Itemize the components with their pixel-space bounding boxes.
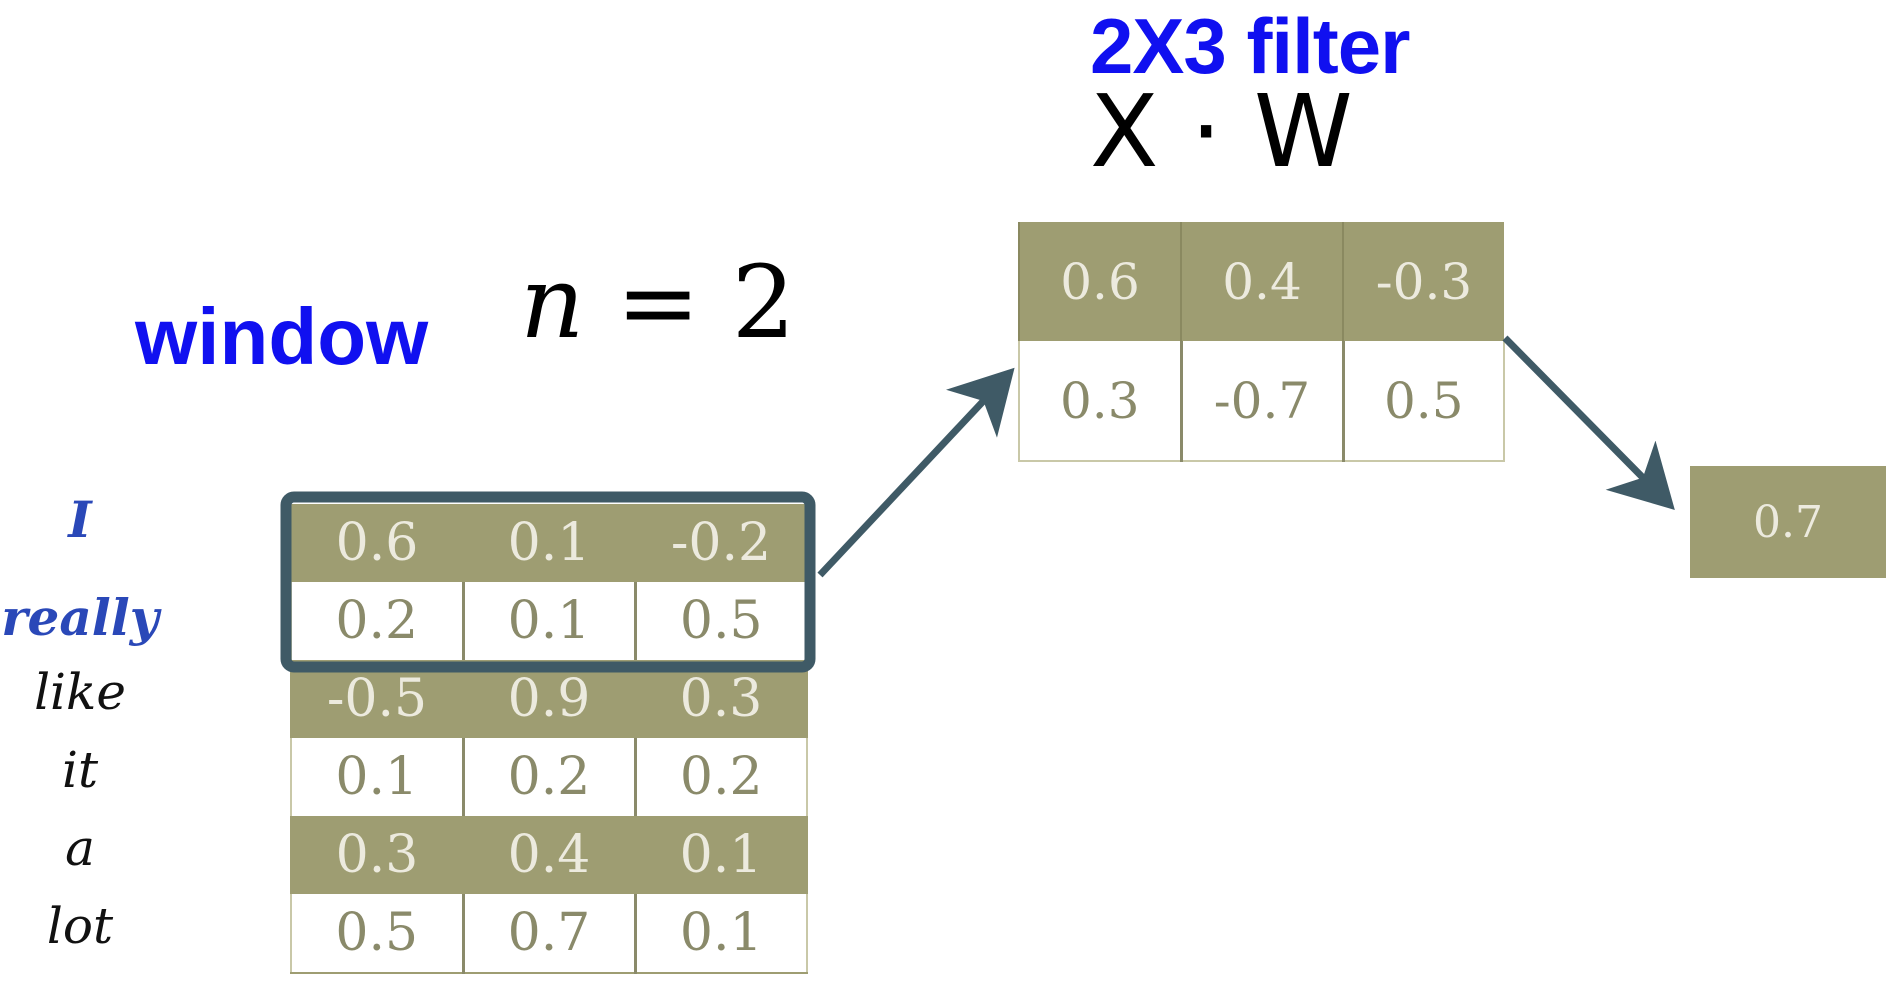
matrix-cell: -0.3 (1342, 222, 1504, 341)
matrix-cell: 0.2 (461, 738, 636, 816)
matrix-cell: 0.1 (633, 894, 808, 974)
arrow-window-to-filter (817, 367, 1015, 578)
matrix-cell: 0.4 (462, 816, 636, 894)
word-item: like (34, 663, 126, 721)
matrix-cell: 0.5 (290, 894, 464, 974)
word-item: a (65, 819, 95, 877)
matrix-cell: 0.5 (633, 582, 808, 660)
filter-title: 2X3 filter (1090, 2, 1410, 90)
output-value: 0.7 (1690, 466, 1886, 578)
filter-matrix: 0.6 0.4 -0.3 0.3 -0.7 0.5 (1018, 222, 1505, 462)
matrix-cell: 0.7 (461, 894, 636, 974)
matrix-cell: 0.3 (1018, 341, 1181, 462)
matrix-row: -0.5 0.9 0.3 (290, 660, 808, 738)
matrix-cell: -0.7 (1179, 341, 1343, 462)
matrix-cell: 0.2 (290, 582, 464, 660)
matrix-cell: 0.3 (634, 660, 808, 738)
matrix-cell: -0.5 (290, 660, 464, 738)
matrix-cell: 0.2 (633, 738, 808, 816)
matrix-cell: 0.6 (290, 504, 464, 582)
window-label: window (135, 292, 429, 381)
window-n-value: = 2 (616, 244, 796, 361)
window-n-variable: n (520, 244, 585, 361)
matrix-row: 0.5 0.7 0.1 (290, 894, 808, 974)
window-highlight-box (280, 491, 816, 673)
arrow-filter-to-output (1502, 335, 1675, 510)
matrix-cell: 0.1 (634, 816, 808, 894)
matrix-row: 0.1 0.2 0.2 (290, 738, 808, 816)
matrix-cell: 0.4 (1180, 222, 1343, 341)
word-item: lot (46, 897, 114, 955)
matrix-cell: -0.2 (634, 504, 808, 582)
matrix-row: 0.3 0.4 0.1 (290, 816, 808, 894)
matrix-row: 0.6 0.4 -0.3 (1018, 222, 1504, 341)
window-size-equation: n = 2 (520, 248, 795, 358)
dot-product-label: X · W (1090, 73, 1353, 190)
matrix-cell: 0.1 (462, 504, 636, 582)
word-item: I (68, 490, 92, 549)
matrix-cell: 0.6 (1018, 222, 1181, 341)
matrix-cell: 0.5 (1341, 341, 1505, 462)
matrix-cell: 0.1 (461, 582, 636, 660)
word-item: it (61, 741, 99, 799)
matrix-row: 0.6 0.1 -0.2 (290, 504, 808, 582)
word-item: really (1, 588, 159, 647)
matrix-cell: 0.1 (290, 738, 464, 816)
embedding-matrix: 0.6 0.1 -0.2 0.2 0.1 0.5 -0.5 0.9 0.3 0.… (290, 504, 808, 974)
matrix-row: 0.3 -0.7 0.5 (1018, 341, 1505, 462)
matrix-cell: 0.9 (462, 660, 636, 738)
matrix-row: 0.2 0.1 0.5 (290, 582, 808, 660)
matrix-cell: 0.3 (290, 816, 464, 894)
